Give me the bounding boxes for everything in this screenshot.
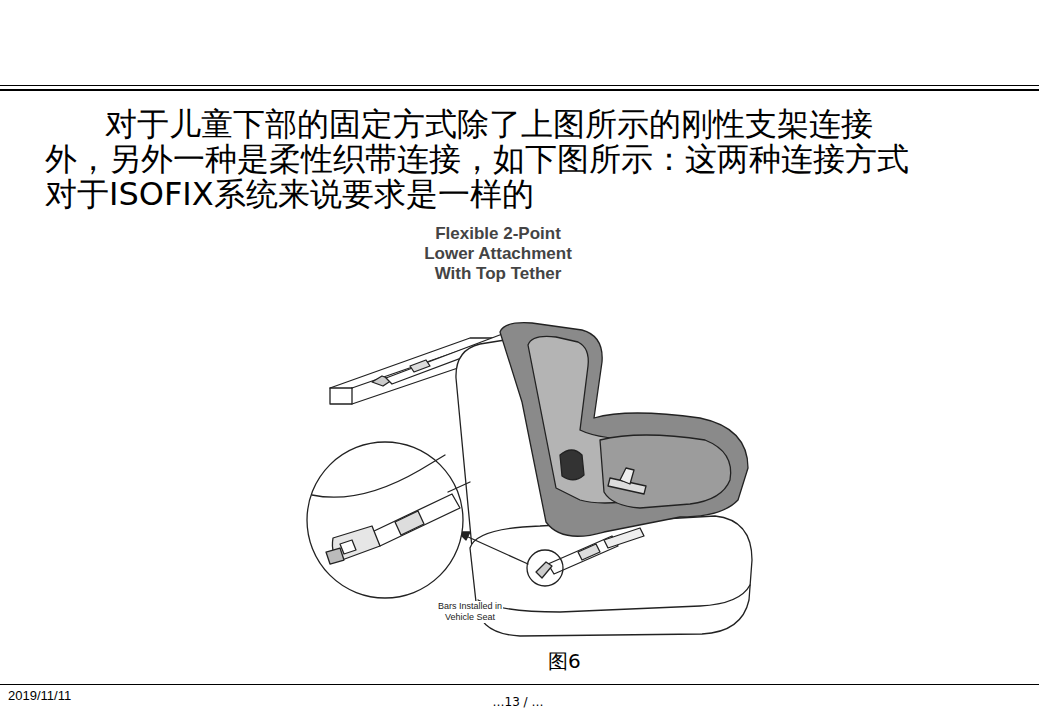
car-seat-illustration [307, 323, 752, 636]
page-number: …13 / … [458, 695, 578, 710]
callout-label: Bars Installed in Vehicle Seat [437, 601, 503, 623]
figure-title: Flexible 2-Point Lower Attachment With T… [413, 224, 583, 284]
figure-caption: 图6 [548, 649, 581, 673]
header-rule [0, 89, 1039, 91]
header-rule [0, 85, 1039, 86]
footer-date: 2019/11/11 [8, 688, 71, 704]
body-paragraph: 对于儿童下部的固定方式除了上图所示的刚性支架连接外，另外一种是柔性织带连接，如下… [45, 107, 917, 212]
footer-rule [0, 684, 1039, 685]
